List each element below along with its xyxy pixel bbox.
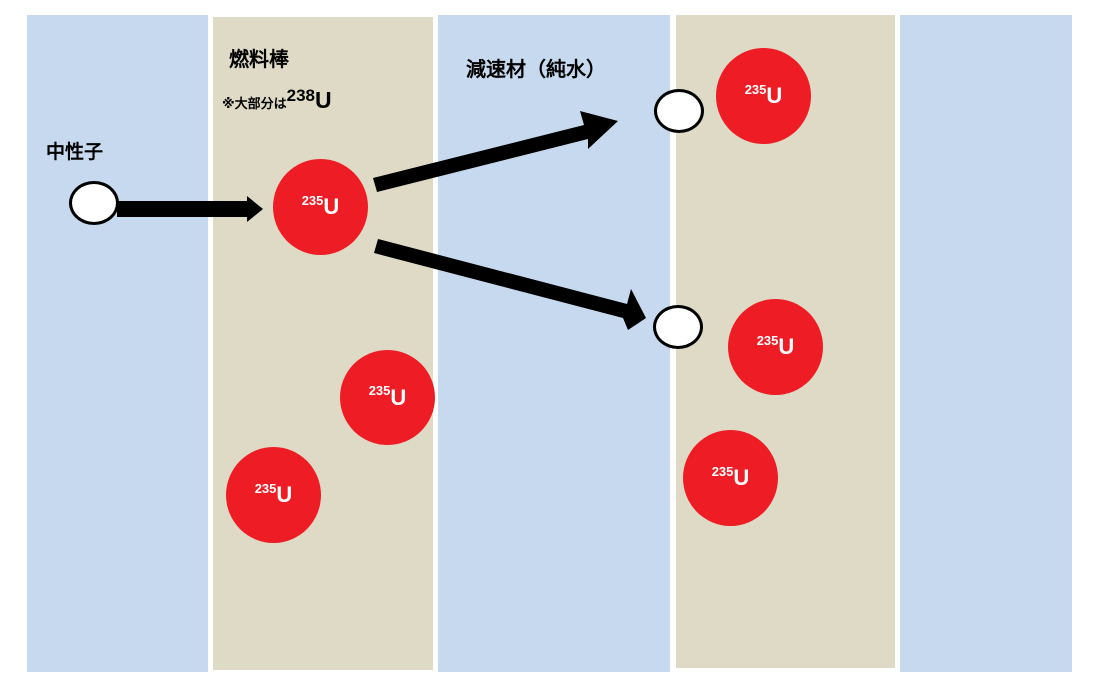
fission-neutron-arrow-down (374, 239, 646, 330)
fission-neutron-lower (653, 305, 703, 349)
water-region-left (27, 15, 208, 672)
element-symbol: U (778, 334, 795, 359)
moderator-water-region (438, 15, 670, 672)
moderator-label: 減速材（純水） (466, 57, 606, 81)
mass-number: 235 (301, 192, 324, 208)
mass-number: 235 (711, 463, 734, 479)
element-symbol: U (766, 83, 783, 108)
incoming-neutron-arrow (117, 196, 263, 222)
element-symbol: U (733, 465, 750, 490)
fuel-rod-region-1 (213, 17, 433, 670)
incoming-neutron (69, 181, 119, 225)
fuel-note-mass-number: 238 (286, 86, 316, 105)
water-region-right (900, 15, 1072, 672)
element-symbol: U (323, 194, 340, 219)
fuel-rod-label: 燃料棒 (229, 47, 289, 71)
element-symbol: U (390, 384, 407, 410)
neutron-label: 中性子 (46, 141, 104, 163)
mass-number: 235 (368, 383, 391, 398)
mass-number: 235 (254, 480, 277, 496)
fission-neutron-upper (654, 89, 704, 133)
fuel-note-prefix: ※大部分は (222, 97, 287, 112)
mass-number: 235 (756, 332, 779, 348)
element-symbol: U (276, 482, 293, 507)
fuel-note-element: U (315, 87, 332, 113)
fission-neutron-arrow-up (373, 111, 618, 192)
mass-number: 235 (744, 81, 767, 97)
fuel-composition-note: ※大部分は238U (222, 86, 332, 114)
